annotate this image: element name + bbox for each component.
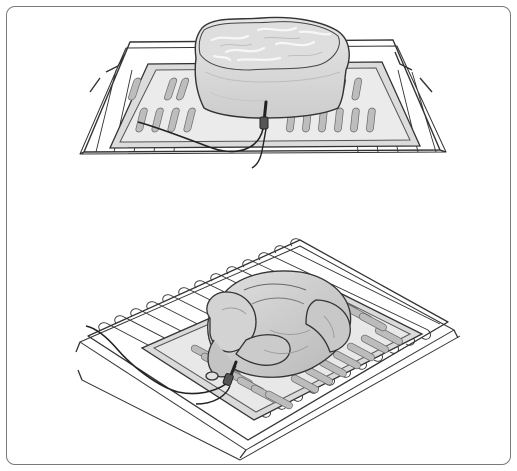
top-panel [80, 18, 446, 169]
roast-meat-icon [195, 18, 349, 119]
bottom-panel [76, 239, 460, 460]
